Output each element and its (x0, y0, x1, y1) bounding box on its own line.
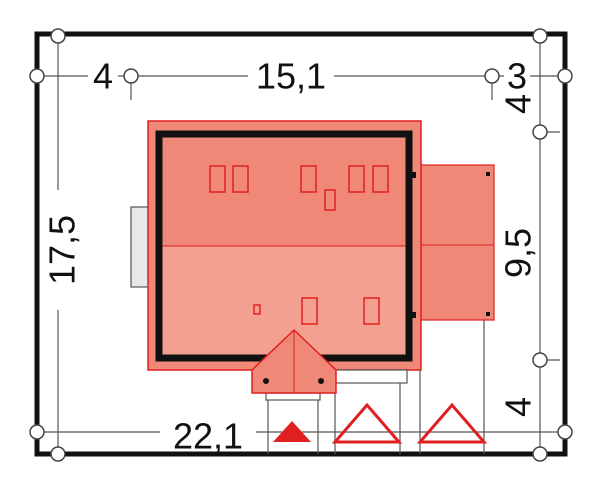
dim-top-middle: 15,1 (256, 56, 326, 97)
driveway-arrow-1 (331, 402, 403, 444)
plot-boundary (34, 31, 568, 457)
dim-right-bottom: 4 (498, 397, 539, 417)
east-extension (419, 164, 495, 321)
dim-right-top: 4 (498, 94, 539, 114)
wall-markers (410, 172, 416, 318)
dim-right-middle: 9,5 (498, 228, 539, 278)
dim-top-right: 3 (507, 56, 527, 97)
roof-windows (209, 165, 389, 325)
main-entrance-arrow (273, 421, 311, 442)
dim-left-height: 17,5 (42, 215, 83, 285)
dimension-nodes (29, 28, 573, 462)
entrance-porch (251, 328, 408, 401)
driveway-arrow-2 (416, 402, 488, 444)
dim-top-left: 4 (93, 56, 113, 97)
dim-bottom-width: 22,1 (173, 416, 243, 457)
access-markers (273, 402, 488, 444)
